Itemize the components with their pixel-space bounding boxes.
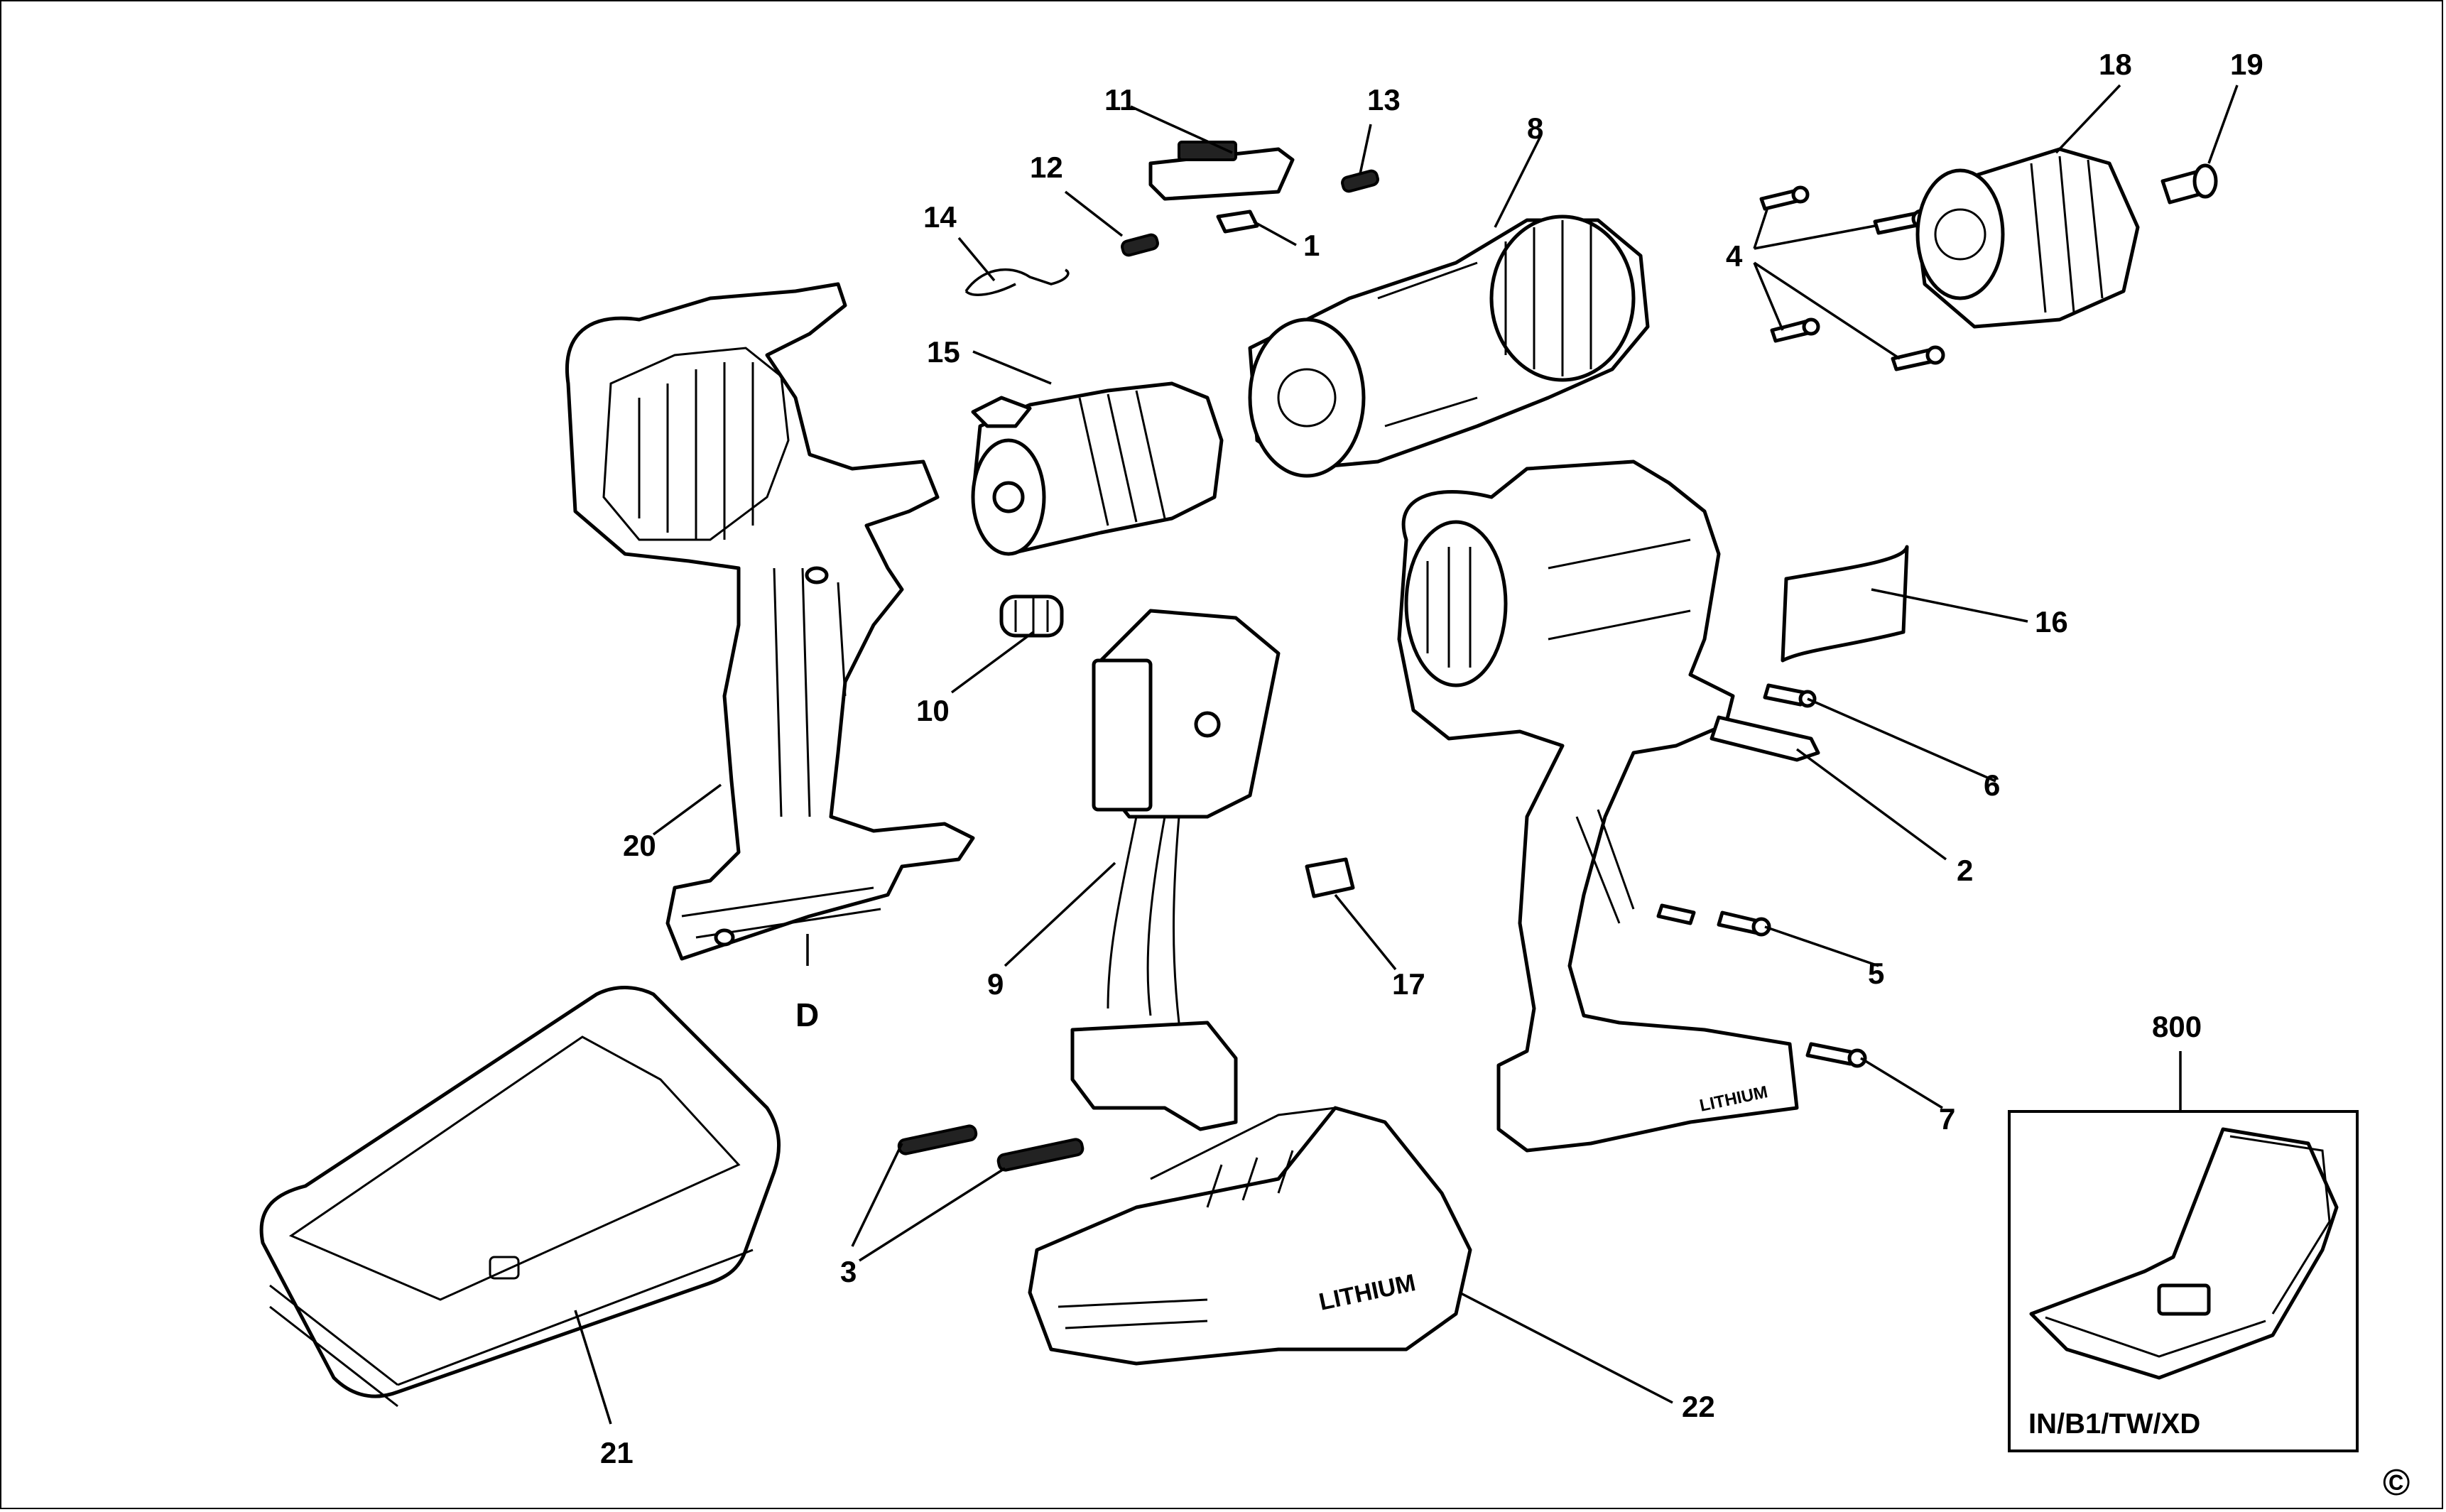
part-6-pin [1763, 683, 1817, 708]
part-5-screws [1656, 903, 1771, 937]
callout-21: 21 [600, 1436, 634, 1469]
callout-8: 8 [1527, 112, 1543, 145]
callout-numbers: 11 12 13 1 14 15 10 8 4 18 19 16 6 2 5 7… [600, 48, 2410, 1503]
callout-12: 12 [1030, 151, 1063, 184]
callout-11: 11 [1104, 83, 1136, 116]
callout-9: 9 [987, 967, 1004, 1001]
part-800-kit-box: IN/B1/TW/XD [2008, 1110, 2359, 1452]
part-9-trigger-switch [1070, 609, 1281, 1131]
callout-19: 19 [2230, 48, 2263, 81]
part-8-gearbox [1248, 214, 1650, 478]
copyright-mark: © [2383, 1462, 2410, 1503]
part-7-screw [1805, 1042, 1867, 1068]
part-17-clip [1305, 857, 1355, 898]
part-10-coupler [999, 594, 1064, 638]
callout-3: 3 [840, 1255, 857, 1288]
part-20-left-housing [565, 282, 975, 961]
part-1-block [1216, 210, 1259, 234]
callout-1: 1 [1303, 229, 1320, 262]
callout-13: 13 [1367, 83, 1401, 116]
callout-22: 22 [1682, 1390, 1715, 1423]
part-12-spring [1121, 233, 1159, 257]
callout-17: 17 [1392, 967, 1425, 1001]
callout-5: 5 [1868, 957, 1884, 990]
part-19-chuck-screw [2160, 163, 2218, 205]
part-4-screws [1759, 185, 1945, 371]
callout-20: 20 [623, 829, 656, 862]
part-13-spring [1341, 169, 1379, 193]
part-14-spring-clip [964, 268, 1070, 296]
callout-4: 4 [1726, 239, 1743, 273]
callout-6: 6 [1984, 768, 2000, 802]
callout-18: 18 [2099, 48, 2132, 81]
leader-lines [574, 84, 2239, 1425]
callout-D: D [795, 996, 819, 1033]
callout-2: 2 [1957, 854, 1973, 887]
part-11-switch [1148, 141, 1295, 201]
right-housing-assembly: LITHIUM [1397, 459, 1799, 1153]
part-16-label [1781, 545, 1909, 663]
callout-7: 7 [1939, 1102, 1955, 1136]
callout-10: 10 [916, 694, 950, 727]
callout-14: 14 [923, 200, 957, 234]
callout-16: 16 [2035, 605, 2068, 638]
callout-15: 15 [927, 335, 960, 369]
callout-800: 800 [2152, 1010, 2202, 1043]
part-3-springs [897, 1124, 1085, 1172]
part-22-battery: LITHIUM [1028, 1106, 1472, 1366]
part-18-chuck [1915, 147, 2140, 329]
part-21-charger [259, 986, 781, 1408]
kit-box-regions: IN/B1/TW/XD [2028, 1408, 2200, 1440]
part-15-motor [971, 381, 1224, 556]
